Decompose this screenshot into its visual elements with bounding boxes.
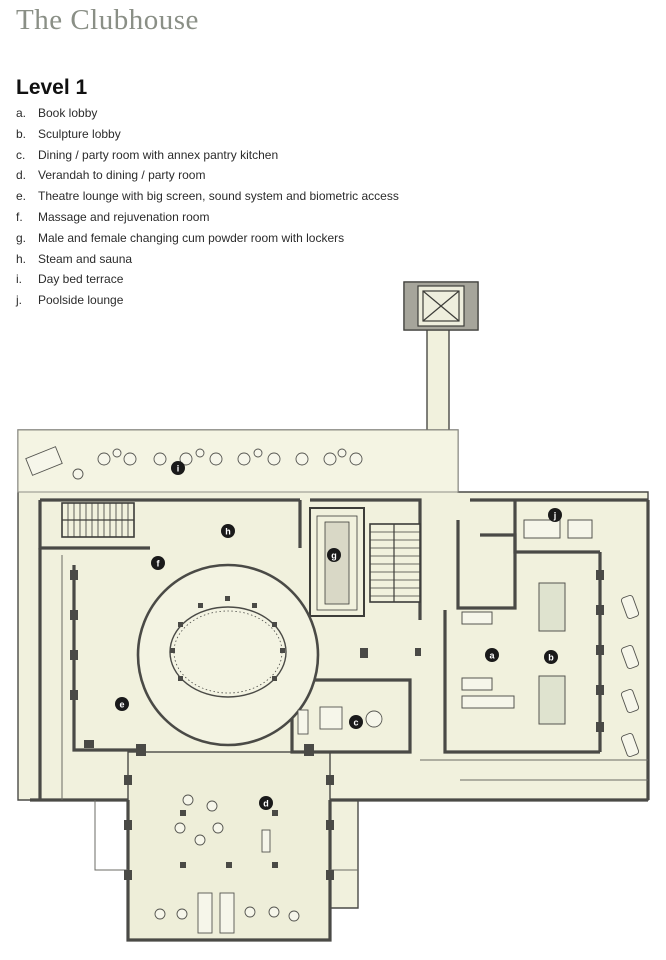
lift-corridor [426,329,450,433]
marker-b: b [544,650,558,664]
lift [403,281,479,331]
legend-item: j. Poolside lounge [16,293,399,314]
legend-key: a. [16,106,27,120]
stair-centre [369,523,421,603]
thin-walls [61,555,648,871]
verandah-equipment [154,794,300,934]
marker-label: f [157,559,161,569]
legend-text: Poolside lounge [38,293,124,308]
marker-label: c [353,718,358,728]
marker-j: j [548,508,562,522]
legend-key: b. [16,126,27,141]
legend-text: Steam and sauna [38,251,133,266]
legend-item: a. Book lobby [16,106,399,127]
legend-key: g. [16,230,27,245]
marker-c: c [349,715,363,729]
marker-label: h [225,527,231,537]
pilasters [70,570,604,880]
marker-a: a [485,648,499,662]
dining-furniture [297,706,383,735]
legend-key: h. [16,251,27,266]
legend-item: f. Massage and rejuvenation room [16,210,399,231]
legend-text: Verandah to dining / party room [38,168,206,183]
marker-label: a [489,651,495,661]
marker-i: i [171,461,185,475]
legend-text: Dining / party room with annex pantry ki… [38,147,279,162]
marker-f: f [151,556,165,570]
legend-key: j. [16,293,22,308]
legend-item: b. Sculpture lobby [16,127,399,148]
legend-text: Massage and rejuvenation room [38,209,210,224]
legend-text: Theatre lounge with big screen, sound sy… [38,189,399,204]
legend-key: f. [16,209,23,224]
legend-item: e. Theatre lounge with big screen, sound … [16,189,399,210]
legend-key: e. [16,189,27,204]
marker-label: e [119,700,124,710]
legend-item: d. Verandah to dining / party room [16,168,399,189]
marker-label: d [263,799,269,809]
marker-label: i [177,464,180,474]
terrace-furniture [25,446,363,480]
legend-text: Day bed terrace [38,272,124,287]
level-title: Level 1 [16,76,88,99]
marker-label: g [331,551,337,561]
legend-list: a. Book lobby b. Sculpture lobby c. Dining … [16,106,399,314]
legend-item: c. Dining / party room with annex pantry … [16,148,399,169]
legend-key: i. [16,272,22,287]
legend-text: Male and female changing cum powder room… [38,230,345,245]
marker-d: d [259,796,273,810]
floor-plan: a b c d e f g h i j [0,270,666,960]
marker-label: j [553,511,557,521]
legend-item: h. Steam and sauna [16,252,399,273]
page-title: The Clubhouse [16,4,199,36]
legend-key: d. [16,168,27,183]
legend-item: g. Male and female changing cum powder ro… [16,231,399,252]
legend-text: Book lobby [38,106,98,120]
room-markers: a b c d e f g h i j [115,461,562,810]
legend-text: Sculpture lobby [38,126,121,141]
changing-room-block [309,507,365,617]
marker-h: h [221,524,235,538]
lobby-furniture [461,519,593,725]
legend-item: i. Day bed terrace [16,272,399,293]
rotunda [136,563,320,747]
rotunda-columns [170,596,285,681]
stair-left [61,502,135,538]
marker-label: b [548,653,554,663]
outdoor-loungers [620,595,640,757]
marker-e: e [115,697,129,711]
legend-key: c. [16,147,26,162]
floor-plan-drawing: a b c d e f g h i j [17,281,650,942]
marker-g: g [327,548,341,562]
